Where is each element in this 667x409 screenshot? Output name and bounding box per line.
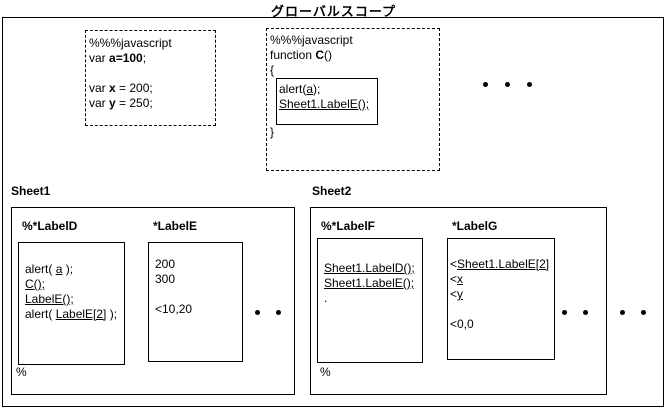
code-line: function C() bbox=[270, 48, 333, 62]
code-line: alert(a); bbox=[279, 82, 321, 96]
code-block-global-vars: %%%javascript var a=100; var x = 200; va… bbox=[85, 30, 216, 126]
sheet2-footer-percent: % bbox=[320, 365, 331, 379]
code-line: { bbox=[270, 63, 275, 77]
label-e-box: 200 300 <10,20 bbox=[148, 242, 243, 362]
code-line: alert( LabelE[2] ); bbox=[25, 307, 118, 321]
continuation-dots-global bbox=[483, 82, 532, 87]
code-block-function-c: %%%javascript function C() { alert(a); S… bbox=[266, 28, 440, 171]
value-line: <x bbox=[450, 272, 464, 286]
ellipsis-dot bbox=[483, 82, 488, 87]
value-line: 200 bbox=[155, 257, 176, 271]
code-line: var y = 250; bbox=[89, 96, 153, 110]
continuation-dots-sheet2 bbox=[562, 310, 588, 315]
label-g-box: <Sheet1.LabelE[2] <x <y <0,0 bbox=[447, 238, 555, 360]
code-line-blank bbox=[89, 66, 213, 81]
ellipsis-dot bbox=[255, 310, 260, 315]
code-line: C(); bbox=[25, 277, 45, 291]
ellipsis-dot bbox=[505, 82, 510, 87]
value-line: 300 bbox=[155, 272, 176, 286]
ellipsis-dot bbox=[527, 82, 532, 87]
value-line: <10,20 bbox=[155, 302, 193, 316]
code-line: } bbox=[270, 125, 275, 139]
label-d-box: alert( a ); C(); LabelE(); alert( LabelE… bbox=[18, 242, 125, 365]
label-g-title: *LabelG bbox=[452, 219, 498, 233]
value-line: <y bbox=[450, 287, 464, 301]
label-e-title: *LabelE bbox=[153, 219, 198, 233]
page-title: グローバルスコープ bbox=[270, 4, 397, 19]
label-f-box: Sheet1.LabelD(); Sheet1.LabelE(); . bbox=[317, 238, 423, 363]
ellipsis-dot bbox=[276, 310, 281, 315]
ellipsis-dot bbox=[562, 310, 567, 315]
ellipsis-dot bbox=[620, 310, 625, 315]
function-body-box: alert(a); Sheet1.LabelE(); bbox=[276, 78, 378, 125]
label-d-title: %*LabelD bbox=[22, 219, 78, 233]
sheet1-footer-percent: % bbox=[16, 365, 27, 379]
value-line: <0,0 bbox=[450, 317, 474, 331]
sheet1-title: Sheet1 bbox=[11, 184, 51, 198]
code-line: Sheet1.LabelD(); bbox=[324, 261, 415, 275]
value-line-blank bbox=[450, 302, 552, 317]
label-f-title: %*LabelF bbox=[321, 219, 376, 233]
code-line: %%%javascript bbox=[89, 36, 172, 50]
value-line: <Sheet1.LabelE[2] bbox=[450, 257, 550, 271]
sheet2-title: Sheet2 bbox=[312, 184, 352, 198]
code-line: Sheet1.LabelE(); bbox=[324, 276, 415, 290]
value-line-blank bbox=[155, 287, 240, 302]
code-line: alert( a ); bbox=[25, 262, 74, 276]
code-line: var a=100; bbox=[89, 51, 147, 65]
ellipsis-dot bbox=[583, 310, 588, 315]
continuation-dots-more-sheets bbox=[620, 310, 646, 315]
continuation-dots-sheet1 bbox=[255, 310, 281, 315]
code-line: Sheet1.LabelE(); bbox=[279, 97, 370, 111]
ellipsis-dot bbox=[641, 310, 646, 315]
code-line: %%%javascript bbox=[270, 33, 353, 47]
code-line: . bbox=[324, 291, 328, 305]
code-line: var x = 200; bbox=[89, 81, 153, 95]
code-line: LabelE(); bbox=[25, 292, 74, 306]
